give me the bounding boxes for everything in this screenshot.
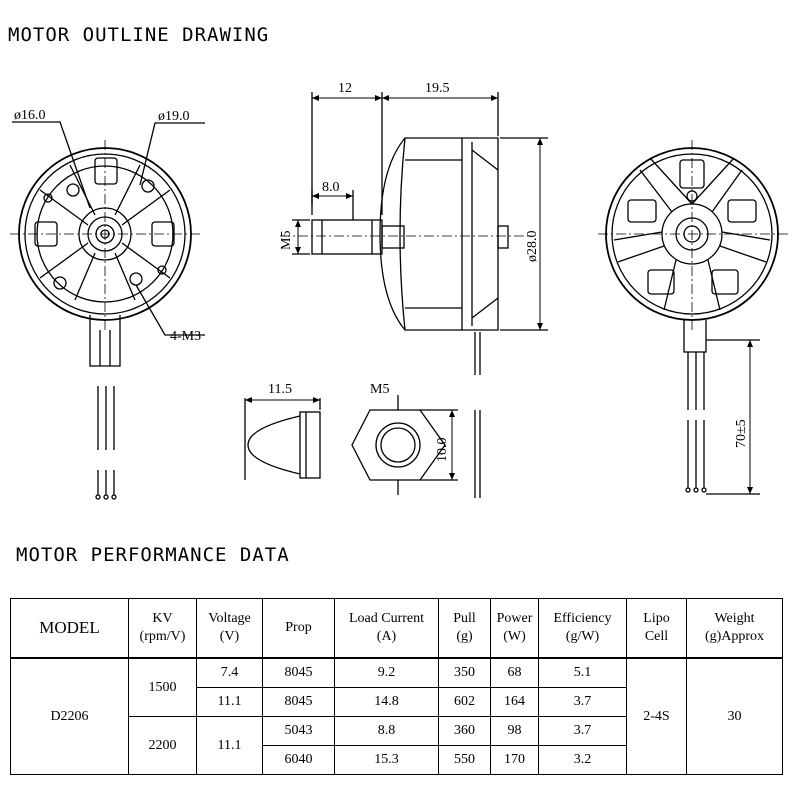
cell-voltage: 11.1 [196, 716, 263, 775]
table-row: 2200 11.1 5043 8.8 360 98 3.7 [11, 716, 783, 775]
dim-19-5-label: 19.5 [425, 81, 450, 96]
cell-prop: 6040 [262, 745, 335, 775]
side-view [292, 92, 548, 498]
cell-current: 8.8 [334, 716, 439, 746]
cell-power: 164 [490, 687, 539, 717]
cell-pull: 360 [438, 716, 491, 746]
cell-lipo: 2-4S [626, 657, 687, 775]
performance-heading: MOTOR PERFORMANCE DATA [16, 544, 290, 566]
cell-model: D2206 [10, 657, 129, 775]
table-row: 11.1 8045 14.8 602 164 3.7 [11, 687, 783, 717]
dim-d28-label: ø28.0 [525, 231, 540, 263]
header-weight: Weight(g)Approx [686, 598, 783, 659]
front-view [12, 121, 205, 500]
table-row: D2206 1500 7.4 8045 9.2 350 68 5.1 2-4S … [10, 657, 783, 775]
cell-power: 68 [490, 657, 539, 688]
dim-m3-label: 4-M3 [170, 329, 201, 344]
performance-table: MODEL KV(rpm/V) Voltage(V) Prop Load Cur… [10, 598, 783, 775]
table-header-row: MODEL KV(rpm/V) Voltage(V) Prop Load Cur… [10, 598, 783, 659]
cell-voltage: 11.1 [196, 687, 263, 717]
cell-weight: 30 [686, 657, 783, 775]
cell-pull: 550 [438, 745, 491, 775]
cell-voltage: 7.4 [196, 657, 263, 688]
dim-m5-shaft-label: M5 [279, 231, 294, 250]
cell-efficiency: 3.7 [538, 687, 627, 717]
table-row: 6040 15.3 550 170 3.2 [11, 745, 783, 775]
dim-8-label: 8.0 [322, 180, 340, 195]
dim-d16-label: ø16.0 [14, 108, 46, 123]
cell-efficiency: 3.7 [538, 716, 627, 746]
header-pull: Pull(g) [438, 598, 491, 659]
cell-prop: 8045 [262, 687, 335, 717]
cell-prop: 5043 [262, 716, 335, 746]
cell-power: 170 [490, 745, 539, 775]
dim-11-5-label: 11.5 [268, 382, 292, 397]
dim-12-label: 12 [338, 81, 352, 96]
cell-current: 9.2 [334, 657, 439, 688]
cell-current: 15.3 [334, 745, 439, 775]
cell-efficiency: 5.1 [538, 657, 627, 688]
cell-kv: 2200 [128, 716, 197, 775]
header-prop: Prop [262, 598, 335, 659]
dim-m5-nut-label: M5 [370, 382, 389, 397]
header-kv: KV(rpm/V) [128, 598, 197, 659]
cell-pull: 350 [438, 657, 491, 688]
dim-d19-label: ø19.0 [158, 109, 190, 124]
header-model: MODEL [10, 598, 129, 659]
header-power: Power(W) [490, 598, 539, 659]
cell-kv: 1500 [128, 657, 197, 717]
cell-prop: 8045 [262, 657, 335, 688]
header-current: Load Current(A) [334, 598, 439, 659]
dim-lead-label: 70±5 [734, 419, 749, 448]
cell-efficiency: 3.2 [538, 745, 627, 775]
outline-heading: MOTOR OUTLINE DRAWING [8, 24, 270, 46]
header-voltage: Voltage(V) [196, 598, 263, 659]
outline-drawing: ø16.0 ø19.0 4-M3 12 19.5 8.0 M5 ø28.0 [10, 81, 790, 500]
cell-pull: 602 [438, 687, 491, 717]
dim-10-label: 10.0 [435, 438, 450, 463]
prop-nut-cap [244, 398, 321, 480]
header-efficiency: Efficiency(g/W) [538, 598, 627, 659]
cell-current: 14.8 [334, 687, 439, 717]
cell-power: 98 [490, 716, 539, 746]
